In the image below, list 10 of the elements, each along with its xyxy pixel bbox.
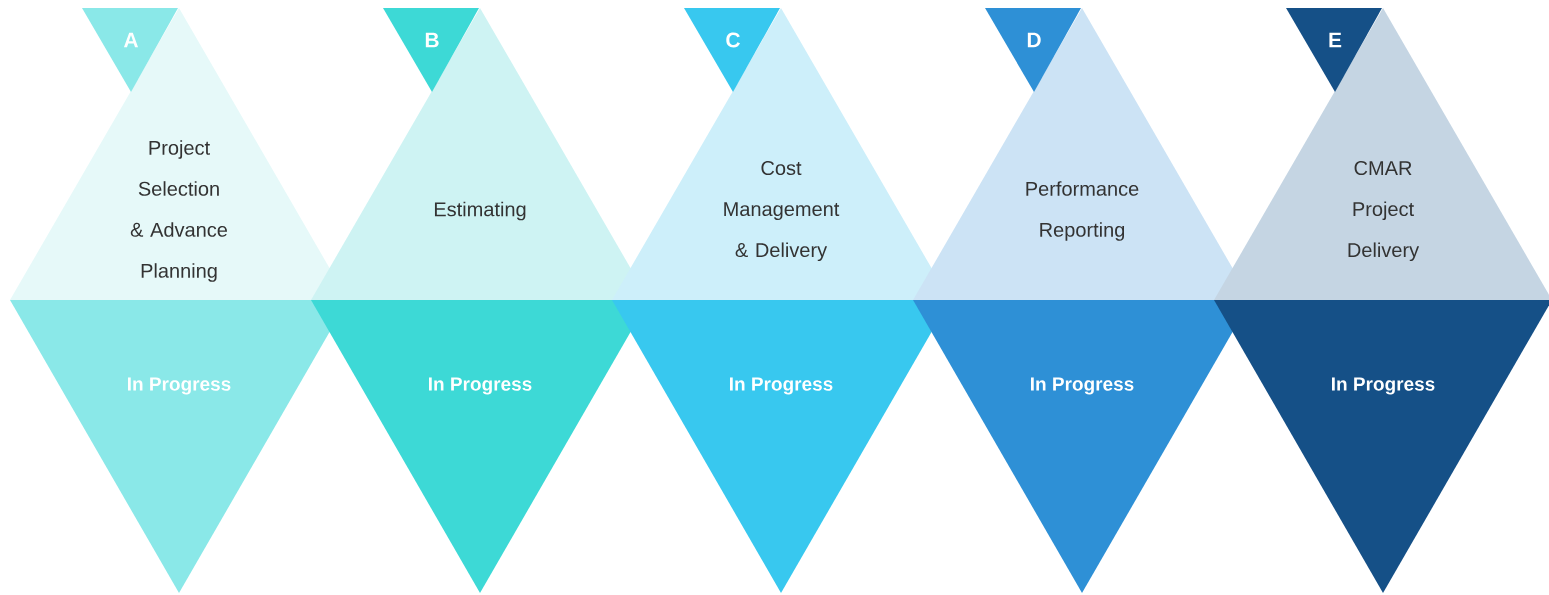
status-triangle: In Progress (311, 300, 649, 593)
letter-triangle: E (1286, 8, 1382, 92)
letter-triangle: C (684, 8, 780, 92)
status-triangle: In Progress (10, 300, 348, 593)
status-triangle: In Progress (612, 300, 950, 593)
letter-triangle: A (82, 8, 178, 92)
letter-triangle: B (383, 8, 479, 92)
status-triangle: In Progress (913, 300, 1251, 593)
status-triangle: In Progress (1214, 300, 1549, 593)
letter-triangle: D (985, 8, 1081, 92)
